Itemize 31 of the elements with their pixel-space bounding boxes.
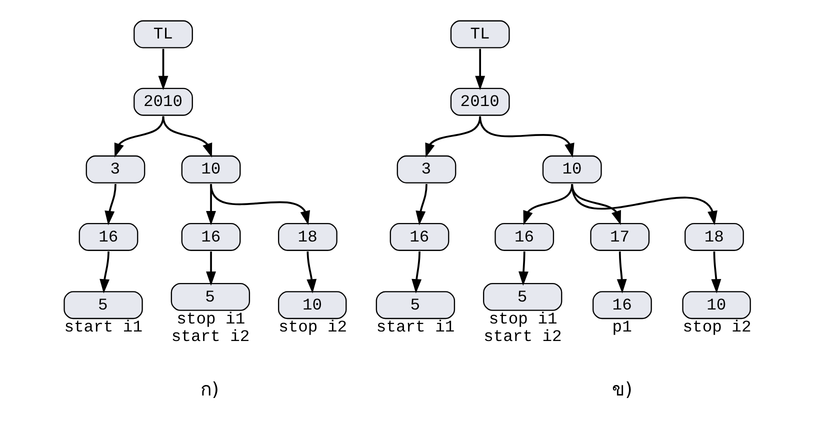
arrow: [411, 252, 422, 294]
arrow: [474, 48, 485, 90]
arrow: [306, 252, 316, 294]
arrow: [206, 252, 216, 286]
arrow: [518, 252, 528, 286]
arrow: [478, 116, 574, 158]
arrow: [424, 116, 481, 158]
arrow: [99, 252, 110, 294]
node-label: p1: [612, 318, 632, 337]
arrow: [210, 184, 310, 226]
arrow: [616, 252, 626, 294]
arrow: [162, 116, 212, 158]
node-label: stop i2: [682, 318, 751, 337]
label: ข): [612, 380, 632, 401]
arrow: [570, 184, 717, 226]
arrow: [206, 184, 216, 226]
node-label: start i1: [376, 318, 454, 337]
node-label: stop i1: [488, 309, 557, 328]
node-label: start i2: [170, 326, 250, 346]
node-label: stop i1: [176, 309, 245, 328]
arrow: [104, 184, 116, 226]
arrow: [114, 116, 164, 158]
node-label: stop i2: [278, 318, 347, 337]
node-label: start i1: [64, 318, 142, 337]
arrow: [158, 48, 168, 90]
label: ก): [200, 380, 218, 401]
node-label: start i2: [483, 326, 562, 346]
arrow: [415, 184, 427, 226]
arrow: [710, 252, 721, 294]
arrow: [570, 184, 620, 226]
arrow: [522, 184, 573, 226]
